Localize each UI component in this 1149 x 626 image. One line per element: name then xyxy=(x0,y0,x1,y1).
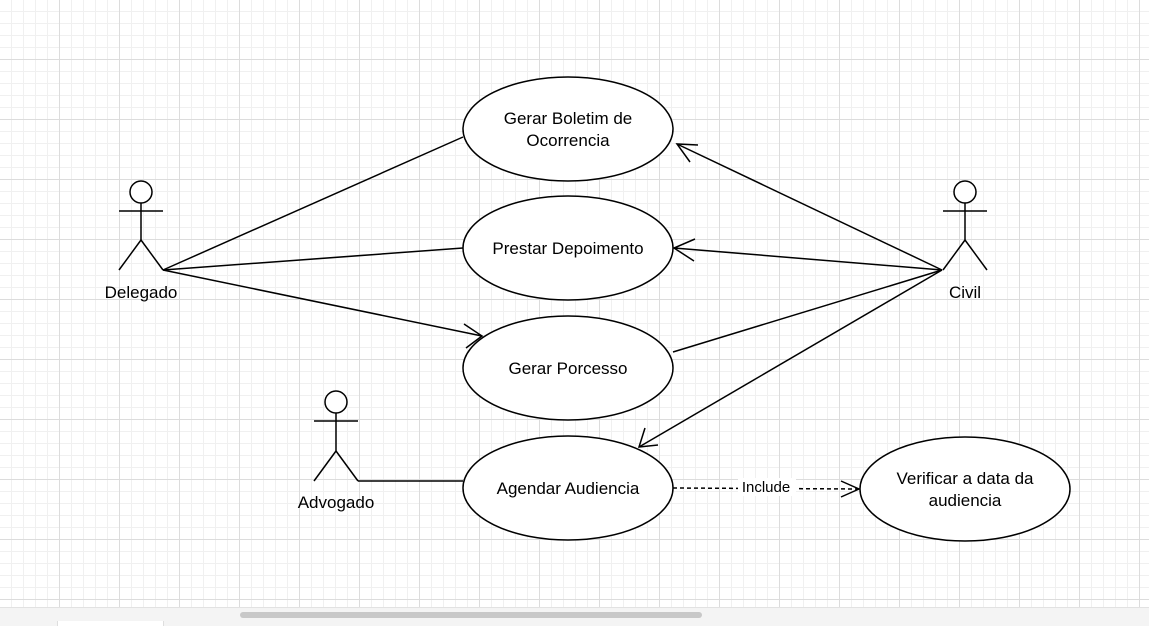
use-case-verificar-label-2: audiencia xyxy=(929,491,1002,510)
use-case-processo-label: Gerar Porcesso xyxy=(508,359,627,378)
include-label-bg xyxy=(738,478,796,496)
arrowhead-depoimento xyxy=(672,238,696,262)
assoc-delegado-boletim[interactable] xyxy=(162,136,464,271)
use-case-audiencia[interactable]: Agendar Audiencia xyxy=(462,435,674,541)
include-arrowhead xyxy=(840,480,861,498)
bottom-bar xyxy=(0,607,1149,626)
use-case-verificar[interactable]: Verificar a data da audiencia xyxy=(859,436,1071,542)
use-case-audiencia-label: Agendar Audiencia xyxy=(497,479,640,498)
assoc-civil-audiencia[interactable] xyxy=(638,269,943,448)
arrowhead-processo xyxy=(463,323,484,349)
assoc-civil-boletim[interactable] xyxy=(676,143,943,271)
actor-delegado-label: Delegado xyxy=(105,283,178,302)
actor-advogado-label: Advogado xyxy=(298,493,375,512)
use-case-verificar-label: Verificar a data da xyxy=(896,469,1034,488)
use-case-processo[interactable]: Gerar Porcesso xyxy=(462,315,674,421)
arrowhead-audiencia xyxy=(637,427,659,448)
use-case-depoimento-label: Prestar Depoimento xyxy=(492,239,643,258)
actor-civil-label: Civil xyxy=(949,283,981,302)
assoc-delegado-processo[interactable] xyxy=(162,269,483,337)
horizontal-scrollbar[interactable] xyxy=(240,612,702,618)
actor-delegado[interactable] xyxy=(118,180,164,271)
arrowhead-boletim xyxy=(675,143,699,163)
page-tab[interactable] xyxy=(57,621,164,626)
assoc-civil-processo[interactable] xyxy=(672,269,943,353)
actor-civil[interactable] xyxy=(942,180,988,271)
assoc-delegado-depoimento[interactable] xyxy=(162,247,464,271)
use-case-boletim-label: Gerar Boletim de xyxy=(504,109,633,128)
include-label: Include xyxy=(742,479,790,496)
assoc-civil-depoimento[interactable] xyxy=(673,247,943,271)
use-case-boletim-label-2: Ocorrencia xyxy=(526,131,610,150)
use-case-depoimento[interactable]: Prestar Depoimento xyxy=(462,195,674,301)
use-case-boletim[interactable]: Gerar Boletim de Ocorrencia xyxy=(462,76,674,182)
actor-advogado[interactable] xyxy=(313,390,359,482)
